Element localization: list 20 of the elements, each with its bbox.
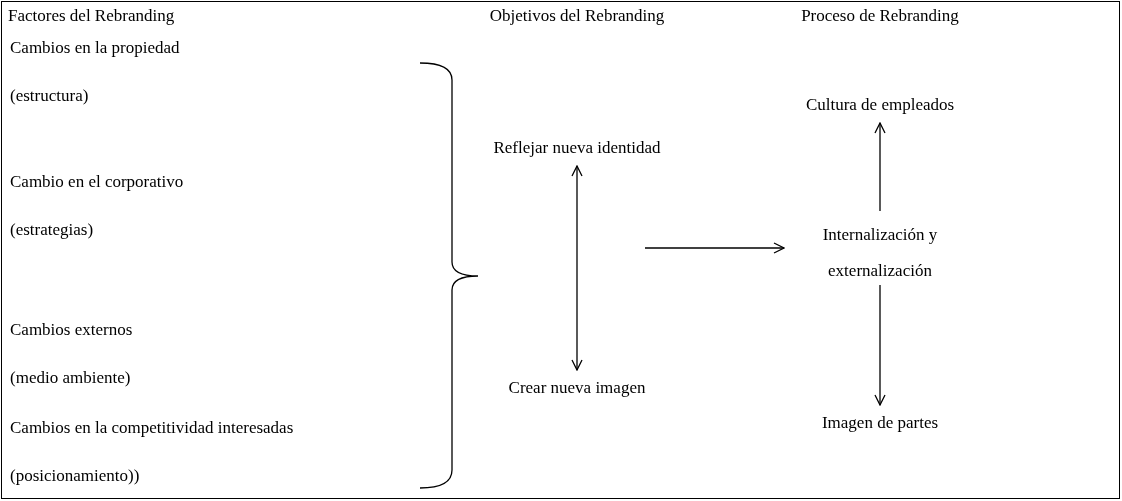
node-text: (estrategias) bbox=[10, 219, 94, 241]
arrow bbox=[874, 122, 886, 212]
node-text: Imagen de partes bbox=[821, 412, 939, 434]
node-text: (estructura) bbox=[10, 85, 89, 107]
node-text: Cambio en el corporativo bbox=[10, 171, 184, 193]
node-text: Cambios en la propiedad bbox=[10, 37, 180, 59]
node-text: Internalización y externalización bbox=[821, 224, 939, 282]
node-text: Cultura de empleados bbox=[805, 94, 955, 116]
node-text: Crear nueva imagen bbox=[508, 377, 646, 399]
column-heading: Proceso de Rebranding bbox=[800, 5, 960, 27]
arrow bbox=[874, 284, 886, 406]
node-text: Reflejar nueva identidad bbox=[493, 137, 661, 159]
arrow bbox=[571, 165, 583, 371]
node-text: (medio ambiente) bbox=[10, 367, 131, 389]
node-text: Cambios externos bbox=[10, 319, 133, 341]
node-text: Cambios en la competitividad interesadas bbox=[10, 417, 294, 439]
arrow bbox=[644, 242, 785, 254]
node-text: (posicionamiento)) bbox=[10, 465, 140, 487]
column-heading: Factores del Rebranding bbox=[8, 5, 176, 27]
column-heading: Objetivos del Rebranding bbox=[488, 5, 666, 27]
